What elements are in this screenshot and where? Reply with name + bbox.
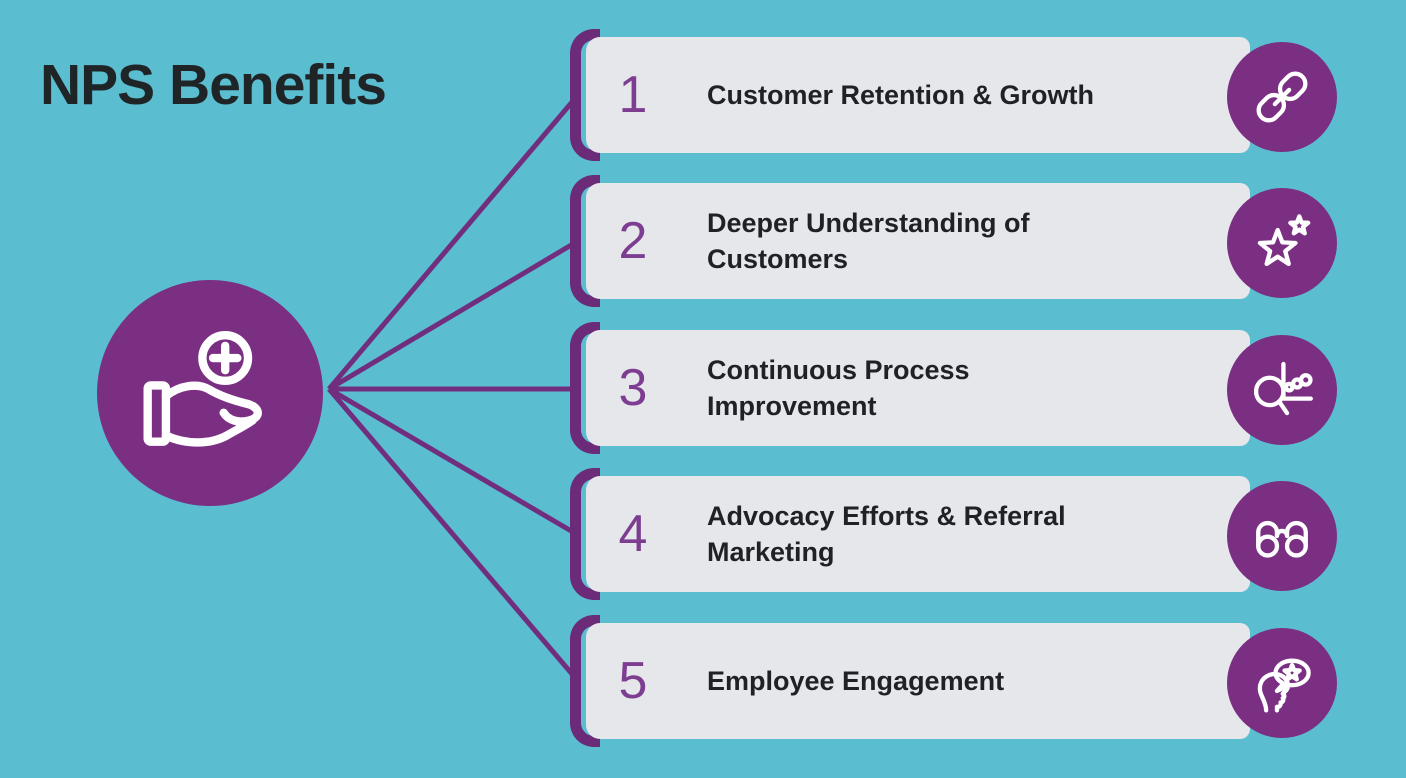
speech-bubble-star-icon [1257,658,1311,713]
row-number: 5 [618,652,648,710]
binoculars-icon [1256,520,1308,558]
row-card [586,623,1250,739]
row-number: 2 [618,212,648,270]
row-bracket [570,468,600,600]
row-bracket [570,29,600,161]
row-card [586,476,1250,592]
row-label: Continuous Process Improvement [707,354,970,421]
row-bracket [570,615,600,747]
row-icon-circle [1227,481,1337,591]
row-icon-circle [1227,42,1337,152]
row-icon-circle [1227,335,1337,445]
row-card [586,330,1250,446]
row-number: 3 [618,359,648,417]
row-card [586,183,1250,299]
row-number: 4 [618,505,648,563]
row-label: Advocacy Efforts & Referral Marketing [707,500,1066,567]
benefit-row: 5 Employee Engagement [570,615,1360,747]
chain-link-icon [1256,71,1308,123]
benefit-row: 2 Deeper Understanding of Customers [570,175,1360,307]
connector-line [327,386,580,538]
row-card [586,37,1250,153]
row-bracket [570,175,600,307]
row-label: Deeper Understanding of Customers [707,207,1030,274]
benefit-row: 3 Continuous Process Improvement [570,322,1360,454]
row-label: Employee Engagement [707,665,1005,696]
magnifier-chart-icon [1253,361,1313,416]
benefit-row: 4 Advocacy Efforts & Referral Marketing [570,468,1360,600]
row-label: Customer Retention & Growth [707,79,1095,110]
benefit-row: 1 Customer Retention & Growth [570,29,1360,161]
row-icon-circle [1227,628,1337,738]
row-icon-circle [1227,188,1337,298]
page-title: NPS Benefits [40,53,387,117]
row-number: 1 [618,66,648,124]
connector-line [327,93,580,391]
connector-line [327,238,580,392]
hub-circle [97,280,323,506]
hand-offering-plus-icon [143,331,262,447]
connector-line [327,387,580,683]
star-icon [1257,214,1311,267]
row-bracket [570,322,600,454]
